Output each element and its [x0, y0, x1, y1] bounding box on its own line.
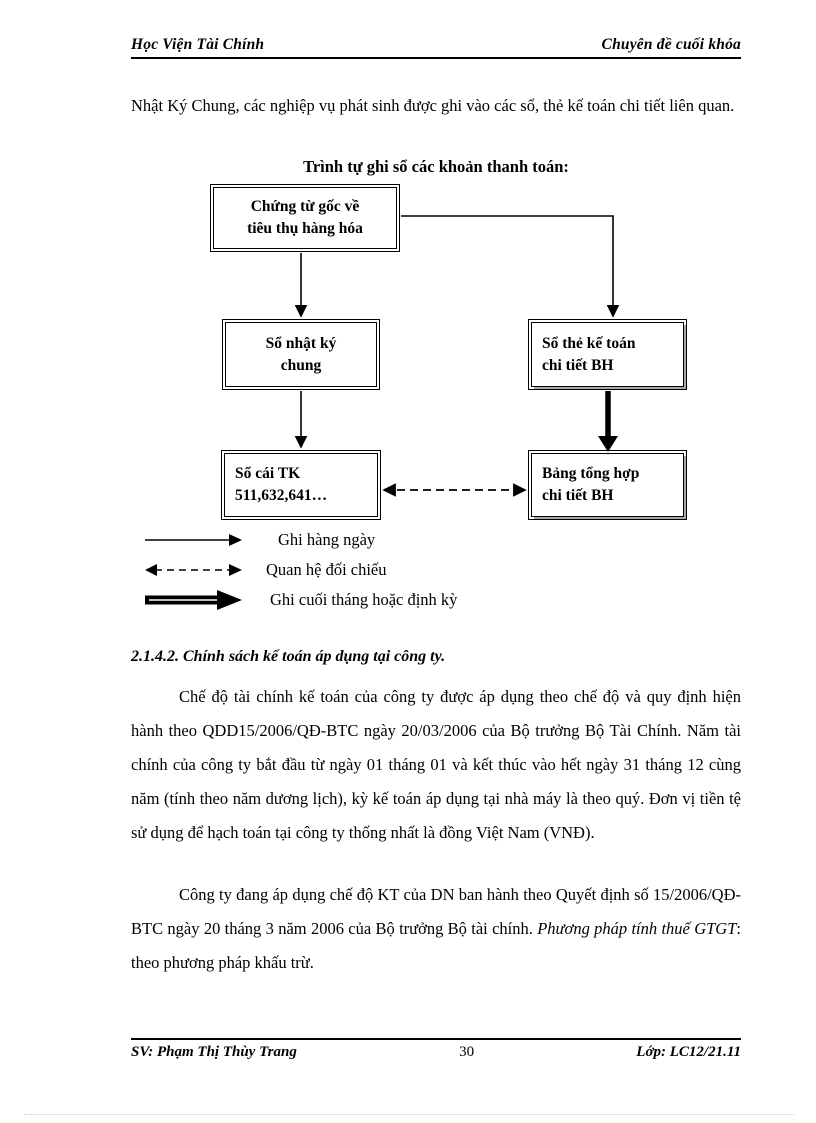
box-line-2: chung — [280, 356, 322, 374]
box-line-1: Sổ thẻ kế toán — [542, 334, 636, 352]
flowchart-box-so-nhat-ky-chung: Sổ nhật ký chung — [222, 319, 380, 390]
legend-row-daily: Ghi hàng ngày — [143, 525, 663, 555]
running-footer: SV: Phạm Thị Thùy Trang 30 Lớp: LC12/21.… — [131, 1038, 741, 1061]
thick-block-arrow-icon — [143, 587, 248, 613]
legend-row-monthly: Ghi cuối tháng hoặc định kỳ — [143, 585, 663, 615]
box-line-2: 511,632,641… — [235, 487, 328, 504]
box-line-2: tiêu thụ hàng hóa — [247, 220, 363, 237]
running-header: Học Viện Tài Chính Chuyên đề cuối khóa — [131, 36, 741, 59]
flowchart-box-so-cai-tk: Sổ cái TK 511,632,641… — [221, 450, 381, 520]
legend-row-reconcile: Quan hệ đối chiếu — [143, 555, 663, 585]
flowchart-box-bang-tong-hop: Bảng tổng hợp chi tiết BH — [528, 450, 687, 520]
section-paragraph-2: Công ty đang áp dụng chế độ KT của DN ba… — [131, 878, 741, 980]
paragraph-2-text-part2: : theo phương pháp khấu trừ. — [131, 919, 741, 972]
thin-arrow-icon — [143, 527, 248, 553]
box-line-1: Chứng từ gốc về — [250, 198, 360, 215]
dashed-double-arrow-icon — [143, 557, 248, 583]
intro-paragraph: Nhật Ký Chung, các nghiệp vụ phát sinh đ… — [131, 96, 735, 115]
footer-class-code: Lớp: LC12/21.11 — [636, 1044, 741, 1060]
box-line-2: chi tiết BH — [542, 487, 614, 504]
header-right-text: Chuyên đề cuối khóa — [601, 36, 741, 53]
box-line-1: Sổ cái TK — [235, 465, 301, 482]
flowchart-box-chung-tu-goc: Chứng từ gốc về tiêu thụ hàng hóa — [210, 184, 400, 252]
legend-label-daily: Ghi hàng ngày — [278, 530, 376, 549]
scan-artifact-line — [24, 1114, 794, 1115]
box-line-1: Sổ nhật ký — [265, 334, 337, 352]
flowchart-box-so-the-ke-toan: Sổ thẻ kế toán chi tiết BH — [528, 319, 687, 390]
footer-page-number: 30 — [459, 1044, 475, 1060]
legend-label-reconcile: Quan hệ đối chiếu — [266, 560, 387, 579]
section-heading: 2.1.4.2. Chính sách kế toán áp dụng tại … — [131, 648, 446, 665]
section-paragraph-1: Chế độ tài chính kế toán của công ty đượ… — [131, 687, 741, 842]
diagram-title: Trình tự ghi sổ các khoản thanh toán: — [303, 157, 569, 176]
box-line-1: Bảng tổng hợp — [542, 465, 640, 482]
legend-label-monthly: Ghi cuối tháng hoặc định kỳ — [270, 590, 458, 609]
paragraph-2-text-part1: Công ty đang áp dụng chế độ KT của DN ba… — [131, 885, 741, 938]
footer-student-name: SV: Phạm Thị Thùy Trang — [131, 1044, 297, 1060]
paragraph-2-italic-term: Phương pháp tính thuế GTGT — [537, 919, 737, 938]
diagram-legend: Ghi hàng ngày Quan hệ đối chiếu Ghi — [143, 525, 663, 615]
box-line-2: chi tiết BH — [542, 356, 614, 374]
header-left-text: Học Viện Tài Chính — [131, 36, 265, 53]
